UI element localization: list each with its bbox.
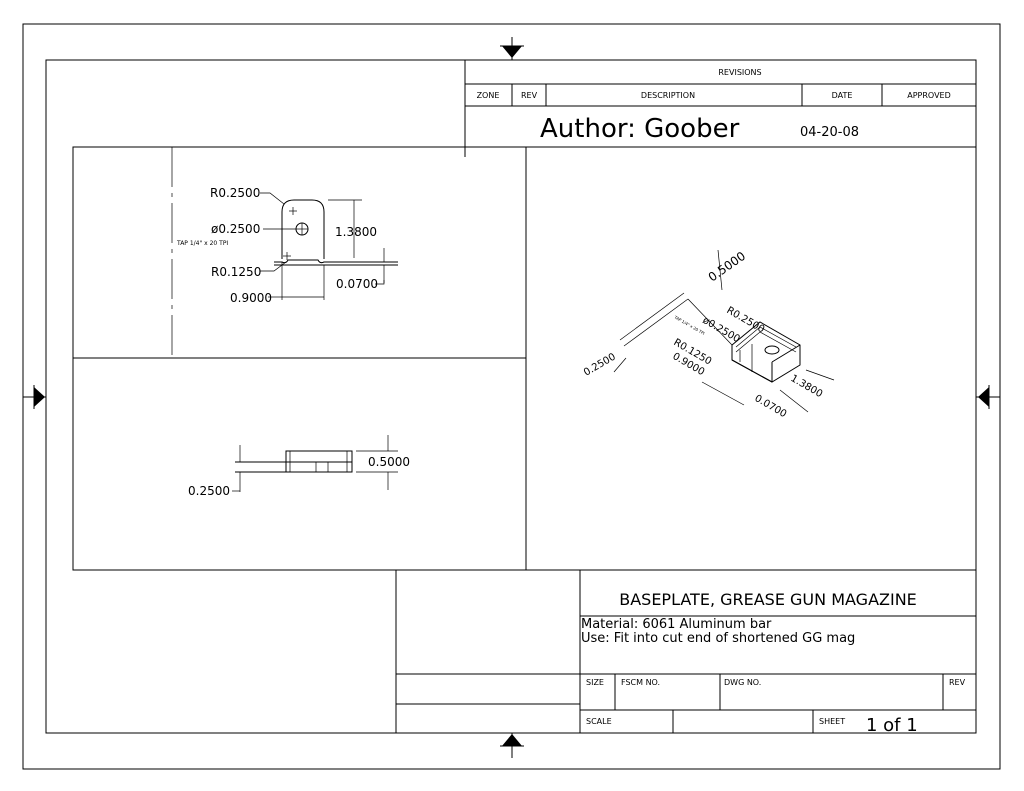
sheet-value: 1 of 1 xyxy=(866,715,918,736)
dwg-label: DWG NO. xyxy=(724,678,761,687)
revisions-header: REVISIONS xyxy=(718,68,761,77)
rev-col-description: DESCRIPTION xyxy=(641,91,695,100)
iso-base-dim: 0.2500 xyxy=(582,352,618,379)
centering-arrow-left xyxy=(23,385,46,409)
top-view-outline xyxy=(281,199,325,259)
rev-col-zone: ZONE xyxy=(477,91,500,100)
rev-label: REV xyxy=(949,678,966,687)
centering-arrow-top xyxy=(500,37,524,60)
top-r-top-dim: R0.2500 xyxy=(210,186,260,200)
rev-col-date: DATE xyxy=(832,91,853,100)
top-tap-note: TAP 1/4" x 20 TPI xyxy=(176,240,228,247)
top-r-bottom-dim: R0.1250 xyxy=(211,265,261,279)
iso-length-dim: 1.3800 xyxy=(789,373,825,400)
material-text: Material: 6061 Aluminum bar xyxy=(581,617,772,632)
top-view: R0.2500 ø0.2500 TAP 1/4" x 20 TPI R0.125… xyxy=(176,186,398,305)
front-base-dim: 0.2500 xyxy=(188,484,230,498)
iso-height-dim: 0.5000 xyxy=(706,249,748,285)
rev-col-approved: APPROVED xyxy=(907,91,951,100)
iso-tap-note: TAP 1/4" x 20 TPI xyxy=(673,314,706,336)
view-frames xyxy=(72,146,977,571)
front-height-dim: 0.5000 xyxy=(368,455,410,469)
title-text: BASEPLATE, GREASE GUN MAGAZINE xyxy=(619,590,917,609)
top-width-dim: 0.9000 xyxy=(230,291,272,305)
isometric-view: 0.5000 R0.2500 ø0.2500 TAP 1/4" x 20 TPI… xyxy=(582,249,835,420)
top-hole-dim: ø0.2500 xyxy=(211,222,260,236)
title-block: BASEPLATE, GREASE GUN MAGAZINE Material:… xyxy=(395,570,976,736)
rev-col-rev: REV xyxy=(521,91,538,100)
revisions-block: REVISIONS ZONE REV DESCRIPTION DATE APPR… xyxy=(464,60,976,157)
front-view: 0.5000 0.2500 xyxy=(188,435,410,498)
fscm-label: FSCM NO. xyxy=(621,678,660,687)
scale-label: SCALE xyxy=(586,717,612,726)
size-label: SIZE xyxy=(586,678,604,687)
top-height-dim: 1.3800 xyxy=(335,225,377,239)
centering-arrow-bottom xyxy=(500,733,524,758)
sheet-label: SHEET xyxy=(819,717,845,726)
author-date: 04-20-08 xyxy=(800,125,859,140)
centering-arrow-right xyxy=(976,385,1000,409)
iso-lip-dim: 0.0700 xyxy=(753,393,789,420)
top-lip-dim: 0.0700 xyxy=(336,277,378,291)
iso-hole xyxy=(764,345,780,355)
author-label: Author: Goober xyxy=(540,114,740,144)
use-text: Use: Fit into cut end of shortened GG ma… xyxy=(581,631,855,646)
